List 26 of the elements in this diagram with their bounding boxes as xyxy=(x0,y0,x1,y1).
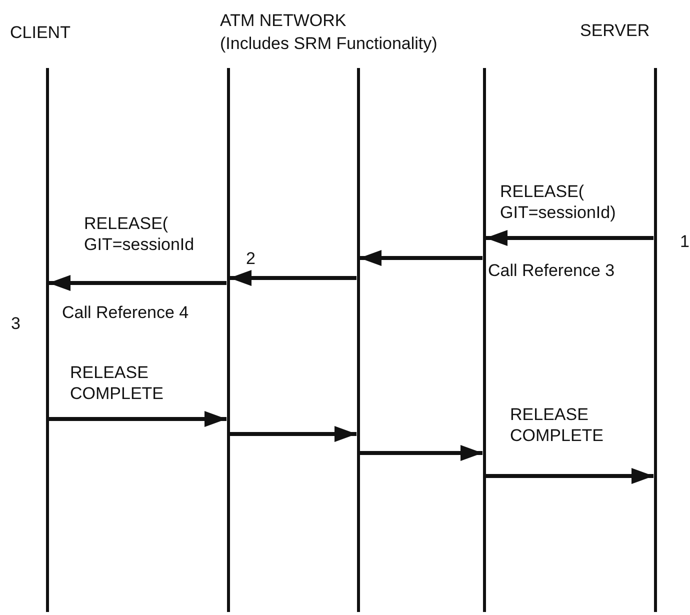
call-reference-note: Call Reference 4 xyxy=(62,302,189,323)
arrow xyxy=(486,468,654,484)
message-label: RELEASE( GIT=sessionId) xyxy=(500,181,617,223)
arrow xyxy=(48,275,226,291)
arrow xyxy=(48,411,226,427)
call-reference-note: Call Reference 3 xyxy=(488,260,615,281)
step-number: 3 xyxy=(11,313,20,334)
lifeline xyxy=(482,68,486,612)
arrow xyxy=(230,270,356,286)
arrow xyxy=(230,426,356,442)
arrow xyxy=(360,250,482,266)
participant-subheading: (Includes SRM Functionality) xyxy=(220,33,438,54)
lifeline xyxy=(46,68,48,612)
participant-heading: ATM NETWORK xyxy=(220,10,346,31)
lifeline xyxy=(356,68,360,612)
lifeline xyxy=(654,68,656,612)
message-label: RELEASE COMPLETE xyxy=(510,404,605,446)
message-label: RELEASE COMPLETE xyxy=(70,362,165,404)
step-number: 2 xyxy=(246,248,256,269)
participant-heading: CLIENT xyxy=(10,22,70,43)
arrow xyxy=(486,230,654,246)
arrow xyxy=(360,445,482,461)
participant-heading: SERVER xyxy=(580,20,650,41)
lifeline xyxy=(226,68,230,612)
step-number: 1 xyxy=(680,231,690,252)
message-label: RELEASE( GIT=sessionId xyxy=(84,213,196,255)
